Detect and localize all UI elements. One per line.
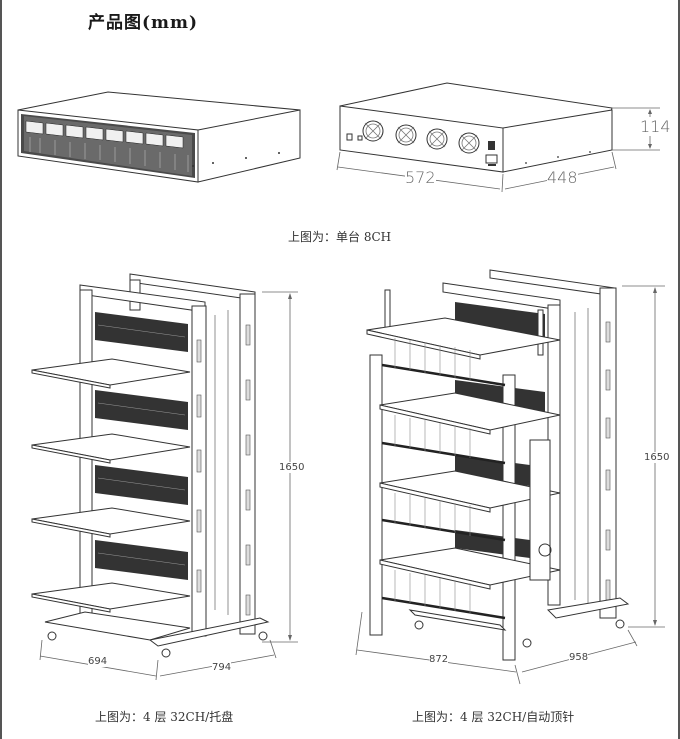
caster-wheel-icon — [47, 631, 268, 658]
single-unit-rear-view — [336, 82, 660, 193]
fan-icon — [395, 124, 417, 146]
dim-depth-single: 448 — [547, 168, 578, 187]
fan-icon — [362, 120, 384, 142]
dim-depth-auto-pin-rack: 958 — [569, 652, 589, 663]
dim-height-tray-rack: 1650 — [279, 462, 305, 473]
charger-panel — [95, 312, 188, 580]
fan-icon — [426, 128, 448, 150]
caster-wheel-icon — [414, 619, 625, 648]
page-title: 产品图(mm) — [88, 13, 199, 33]
caption-single-unit: 上图为：单台 8CH — [288, 230, 392, 244]
charger-panel — [455, 302, 545, 560]
caption-auto-pin-rack: 上图为：4 层 32CH/自动顶针 — [412, 710, 575, 724]
caption-tray-rack: 上图为：4 层 32CH/托盘 — [95, 710, 234, 724]
dim-height-single: 114 — [640, 117, 671, 136]
dim-height-auto-pin-rack: 1650 — [644, 452, 670, 463]
single-unit-front-view — [17, 91, 301, 183]
tray-shelf — [31, 358, 191, 613]
tray-rack-drawing — [31, 273, 298, 681]
dim-width-single: 572 — [405, 168, 436, 187]
dim-depth-tray-rack: 794 — [212, 662, 232, 673]
fan-icon — [458, 132, 480, 154]
dim-width-auto-pin-rack: 872 — [429, 654, 449, 665]
pin-tray — [366, 317, 561, 590]
dim-width-tray-rack: 694 — [88, 656, 108, 667]
auto-pin-rack-drawing — [355, 269, 665, 685]
